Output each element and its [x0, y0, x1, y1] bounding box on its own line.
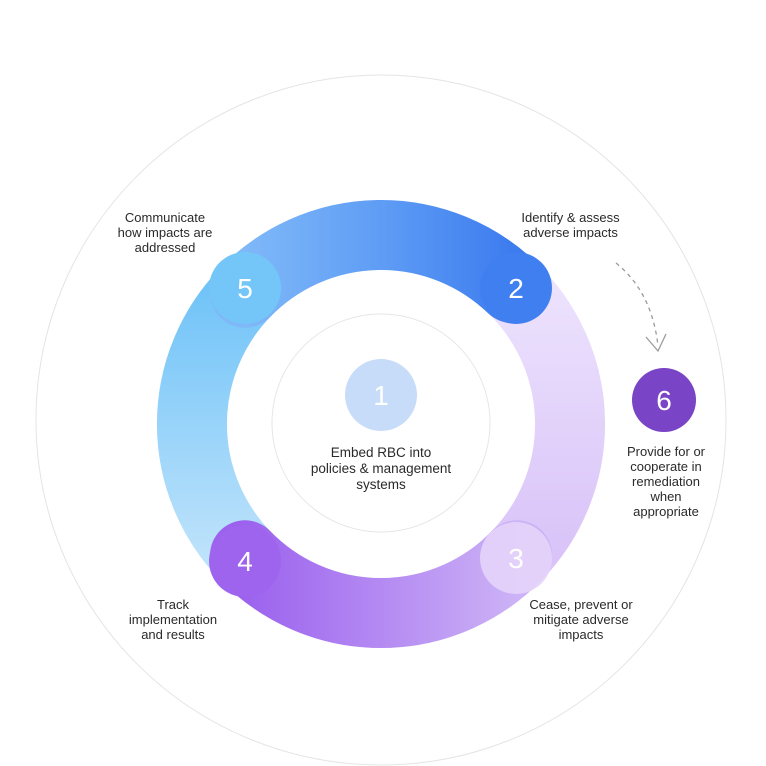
dashed-arrow-to-step-6 [615, 262, 659, 347]
step-5-label: Communicate how impacts are addressed [117, 210, 213, 255]
step-4-label: Track implementation and results [128, 597, 218, 642]
step-2-number: 2 [508, 273, 524, 304]
step-6-label: Provide for or cooperate in remediation … [626, 444, 706, 519]
inner-ring [271, 313, 491, 533]
step-2-circle[interactable] [480, 252, 552, 324]
step-2-label: Identify & assess adverse impacts [521, 210, 620, 240]
arrow-head-icon [645, 333, 667, 353]
outer-ring [35, 74, 727, 766]
step-1-label: Embed RBC into policies & management sys… [310, 445, 452, 492]
step-5-circle[interactable] [209, 252, 281, 324]
step-1-circle[interactable] [345, 359, 417, 431]
step-3-number: 3 [508, 543, 524, 574]
step-3-circle[interactable] [480, 522, 552, 594]
step-4-number: 4 [237, 546, 253, 577]
step-4-circle[interactable] [209, 525, 281, 597]
step-1-number: 1 [373, 380, 389, 411]
step-6-circle[interactable] [632, 368, 696, 432]
segment-right [477, 253, 606, 591]
segment-left [156, 257, 280, 591]
segment-bottom [210, 520, 552, 648]
step-3-label: Cease, prevent or mitigate adverse impac… [529, 597, 633, 642]
step-5-number: 5 [237, 273, 253, 304]
step-6-number: 6 [656, 385, 672, 416]
cycle-ring [156, 199, 606, 648]
segment-top [210, 199, 548, 328]
